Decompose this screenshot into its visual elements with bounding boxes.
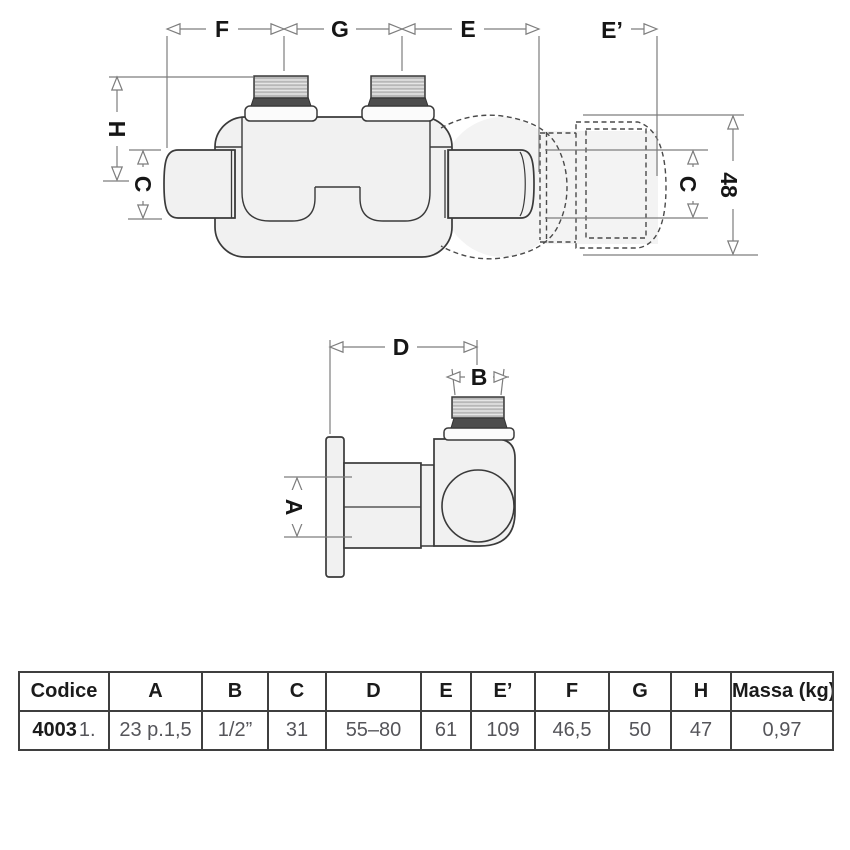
cell-e-prime: 109 (470, 710, 536, 751)
table-header-a: A (108, 671, 203, 712)
dim-label-f: F (215, 16, 229, 42)
dim-label-h: H (104, 121, 130, 138)
threaded-connector-right (361, 75, 435, 122)
table-header-f: F (534, 671, 610, 712)
cell-g: 50 (608, 710, 672, 751)
specification-table: Codice A B C D E E’ F G H Massa (kg) 400… (18, 671, 834, 751)
dim-label-48: 48 (716, 172, 742, 198)
table-header-g: G (608, 671, 672, 712)
cell-f: 46,5 (534, 710, 610, 751)
top-view-label-backplates (103, 17, 744, 209)
product-code: 4003 (32, 719, 77, 741)
cell-massa: 0,97 (730, 710, 834, 751)
dim-label-d: D (393, 334, 410, 360)
left-pipe-stub (163, 149, 236, 219)
table-header-codice: Codice (18, 671, 110, 712)
dim-label-g: G (331, 16, 349, 42)
top-view: F G E E’ H C C 48 (103, 16, 758, 260)
product-code-suffix: 1. (78, 719, 96, 741)
table-header-row: Codice A B C D E E’ F G H Massa (kg) (18, 671, 834, 712)
cell-d: 55–80 (325, 710, 422, 751)
top-view-arrowheads (110, 22, 740, 256)
right-pipe-stub (444, 149, 535, 219)
dim-label-e: E (460, 16, 475, 42)
table-header-b: B (201, 671, 269, 712)
table-header-e-prime: E’ (470, 671, 536, 712)
threaded-connector-left (244, 75, 318, 122)
coupling-ring (420, 464, 435, 547)
cell-e: 61 (420, 710, 472, 751)
table-header-c: C (267, 671, 327, 712)
dim-label-c-left: C (130, 176, 156, 193)
body-cylinder (343, 462, 422, 549)
table-header-d: D (325, 671, 422, 712)
dim-label-b: B (471, 364, 488, 390)
dim-label-c-right: C (675, 176, 701, 193)
table-header-e: E (420, 671, 472, 712)
threaded-connector-side (443, 396, 515, 441)
table-header-h: H (670, 671, 732, 712)
cell-a: 23 p.1,5 (108, 710, 203, 751)
side-view: D B A (280, 334, 516, 578)
body-interior-lines (215, 117, 452, 222)
cell-c: 31 (267, 710, 327, 751)
cell-b: 1/2” (201, 710, 269, 751)
side-view-label-backplates (280, 335, 493, 524)
dim-label-a: A (281, 499, 307, 516)
elbow-sphere (441, 469, 515, 543)
cell-h: 47 (670, 710, 732, 751)
table-header-massa: Massa (kg) (730, 671, 834, 712)
wall-flange (325, 436, 345, 578)
dim-label-e-prime: E’ (601, 17, 623, 43)
side-view-arrowheads (290, 340, 509, 538)
